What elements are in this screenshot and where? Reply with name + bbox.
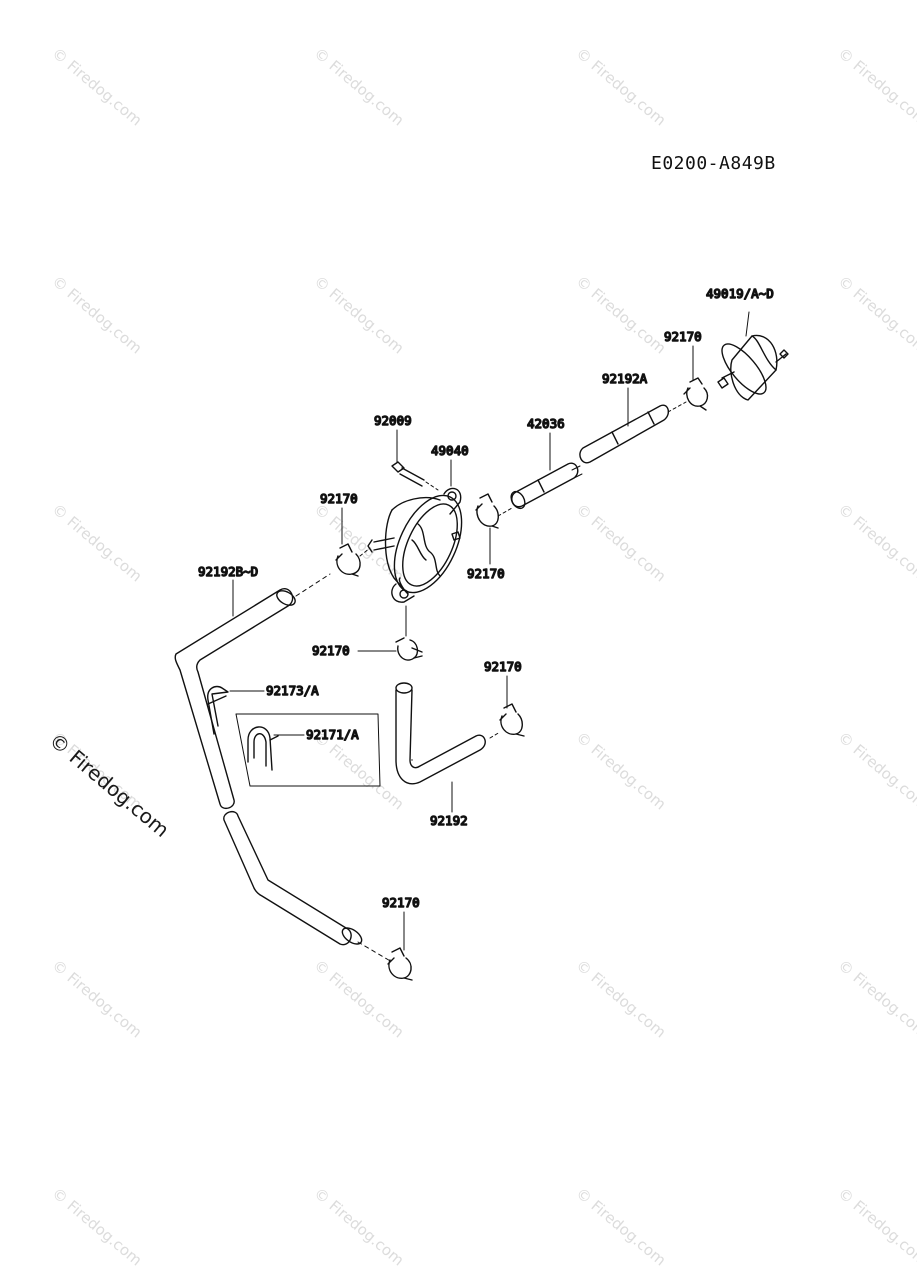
clip-92173	[207, 685, 229, 735]
label-92173: 92173/A	[266, 683, 319, 698]
label-92009: 92009	[374, 413, 412, 428]
clamp-pump-left-icon	[335, 543, 371, 577]
label-92170-c: 92170	[467, 566, 505, 581]
clamp-filter-icon	[683, 377, 709, 411]
clamp-pump-right-icon	[475, 493, 513, 529]
clip-92171-box	[235, 713, 381, 787]
label-92192b: 92192B~D	[198, 564, 258, 579]
clamp-bottom-icon	[387, 947, 413, 981]
label-42036: 42036	[527, 416, 565, 431]
parts-diagram: 49019/A~D 92170 92192A 42036 92009	[174, 285, 789, 981]
screw-92009	[391, 461, 439, 491]
hose-92192b	[174, 573, 393, 963]
label-92192: 92192	[430, 813, 468, 828]
label-92170-d: 92170	[312, 643, 350, 658]
label-92170-e: 92170	[484, 659, 522, 674]
clamp-hose-right-icon	[499, 703, 525, 737]
fuel-pump-49040	[367, 487, 463, 603]
diagram-code: E0200-A849B	[651, 153, 776, 174]
clamp-pump-bottom-icon	[395, 605, 423, 661]
label-49019: 49019/A~D	[706, 286, 774, 301]
hose-92192a	[579, 401, 687, 464]
label-92170-b: 92170	[320, 491, 358, 506]
pipe-42036	[510, 462, 583, 510]
label-92192a: 92192A	[602, 371, 648, 386]
label-92171: 92171/A	[306, 727, 359, 742]
label-49040: 49040	[431, 443, 469, 458]
hose-92192	[395, 682, 501, 785]
label-92170-f: 92170	[382, 895, 420, 910]
fuel-filter	[717, 311, 789, 401]
label-92170-a: 92170	[664, 329, 702, 344]
